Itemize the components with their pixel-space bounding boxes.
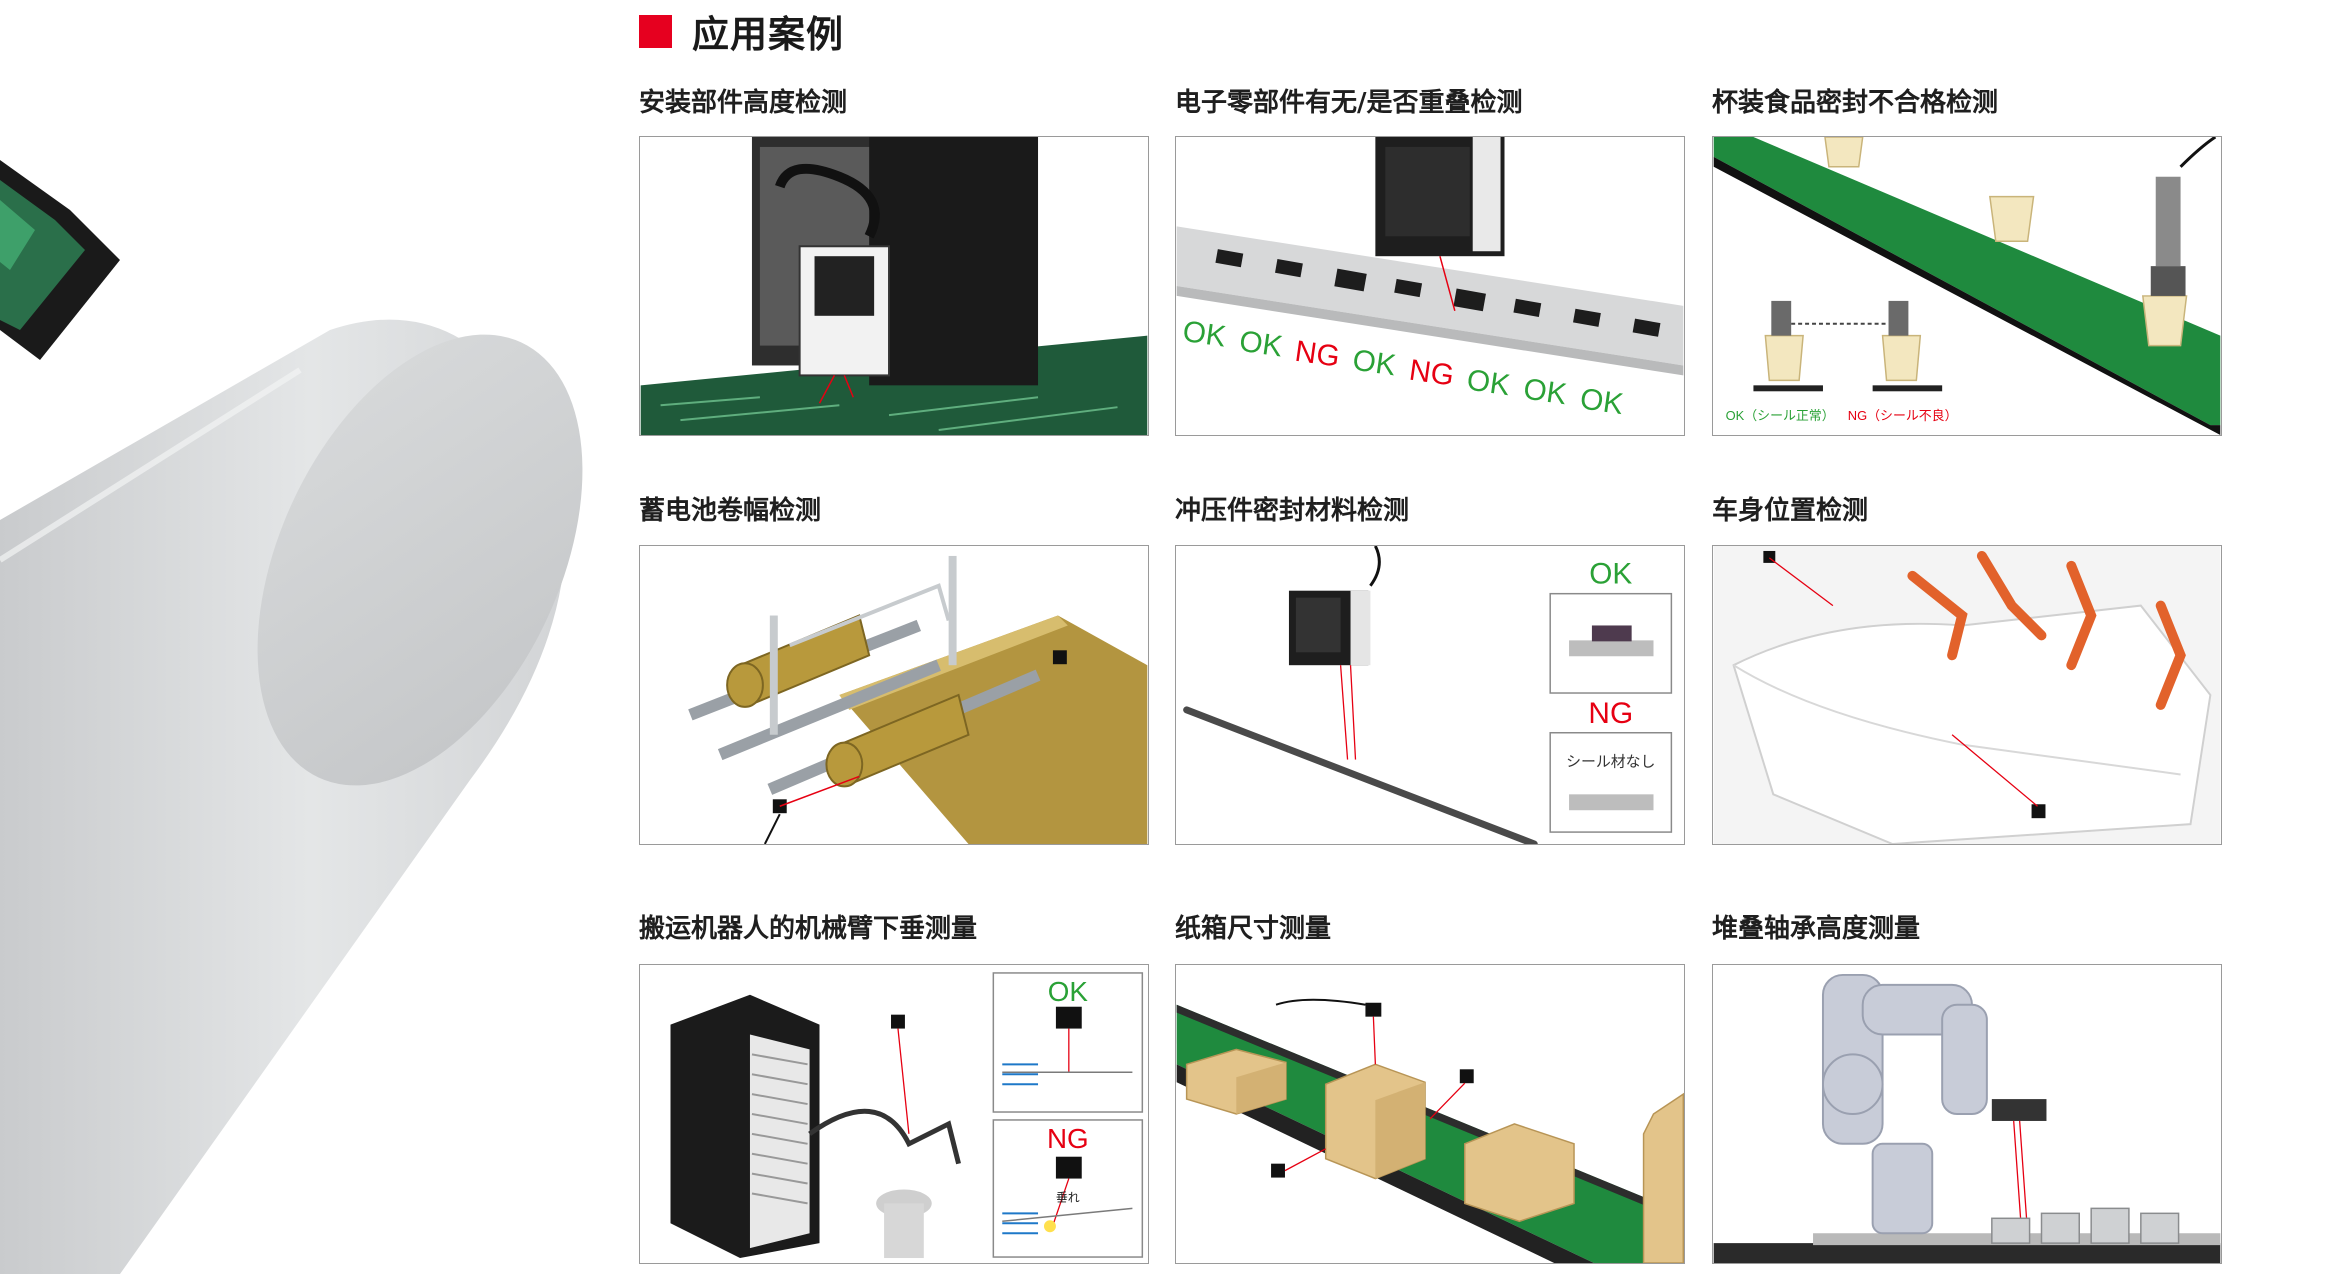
decorative-roll-illustration [0, 0, 600, 1274]
mark-0: OK [1181, 315, 1228, 354]
red-square-icon [639, 14, 672, 48]
ng-note: シール材なし [1566, 754, 1655, 771]
case-image-carton-size [1175, 964, 1685, 1264]
case-image-battery-width [639, 545, 1149, 845]
section-header: 应用案例 [639, 6, 844, 56]
case-image-stamped-seal: OK NG シール材なし [1175, 545, 1685, 845]
ok-label: OK [1048, 976, 1089, 1007]
case-title-carton-size: 纸箱尺寸测量 [1175, 914, 1332, 944]
ng-label: NG [1047, 1123, 1089, 1154]
mark-5: OK [1465, 364, 1512, 403]
case-title-component-presence: 电子零部件有无/是否重叠检测 [1175, 88, 1523, 118]
ok-label: OK [1589, 558, 1632, 591]
case-title-battery-width: 蓄电池卷幅检测 [639, 496, 822, 526]
case-image-bearing-stack-height [1712, 964, 2222, 1264]
mark-7: OK [1578, 382, 1625, 421]
case-image-cup-seal: OK（シール正常） NG（シール不良） [1712, 136, 2222, 436]
mark-4: NG [1407, 354, 1456, 393]
ok-caption: OK（シール正常） [1726, 408, 1835, 423]
case-title-stamped-seal: 冲压件密封材料检测 [1175, 496, 1410, 526]
case-image-component-presence: OK OK NG OK NG OK OK OK [1175, 136, 1685, 436]
section-title: 应用案例 [692, 13, 844, 56]
case-title-car-body-position: 车身位置检测 [1712, 496, 1869, 526]
case-title-robot-arm-sag: 搬运机器人的机械臂下垂测量 [639, 914, 978, 944]
mark-1: OK [1237, 325, 1284, 364]
ng-label: NG [1588, 697, 1633, 730]
mark-2: NG [1293, 335, 1342, 374]
case-image-height-inspection [639, 136, 1149, 436]
ng-caption: NG（シール不良） [1848, 408, 1958, 423]
case-image-car-body-position [1712, 545, 2222, 845]
case-title-height-inspection: 安装部件高度检测 [639, 88, 848, 118]
mark-6: OK [1521, 372, 1568, 411]
case-title-cup-seal: 杯装食品密封不合格检测 [1712, 88, 1999, 118]
case-title-bearing-stack-height: 堆叠轴承高度测量 [1712, 914, 1921, 944]
case-image-robot-arm-sag: OK NG 垂れ [639, 964, 1149, 1264]
mark-3: OK [1351, 344, 1398, 383]
ng-note: 垂れ [1056, 1190, 1080, 1204]
